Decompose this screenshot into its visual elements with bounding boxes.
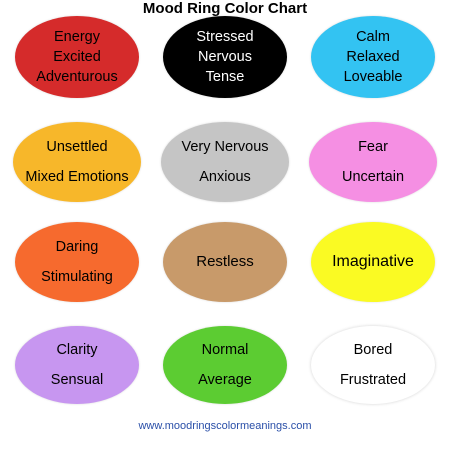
mood-label: Sensual [50,372,104,388]
mood-label: Unsettled [46,139,108,155]
mood-label: Stimulating [41,269,113,285]
mood-label: Fear [358,139,388,155]
website-url[interactable]: www.moodringscolormeanings.com [138,420,312,432]
mood-label: Mixed Emotions [25,169,129,185]
mood-label: Average [198,372,252,388]
mood-label: Bored [353,342,393,358]
mood-label: Imaginative [332,253,414,270]
mood-label: Restless [196,253,254,270]
mood-label: Nervous [198,49,252,65]
mood-label: Clarity [56,342,98,358]
mood-label: Calm [356,29,390,45]
mood-label: Very Nervous [181,139,269,155]
mood-label: Tense [205,69,245,85]
mood-label: Daring [55,239,99,255]
mood-label: Loveable [343,69,403,85]
mood-ellipse-9: Imaginative [311,222,435,302]
mood-label: Relaxed [346,49,400,65]
mood-label: Energy [54,29,100,45]
mood-label: Uncertain [341,169,405,185]
mood-label: Excited [53,49,101,65]
mood-label: Normal [201,342,249,358]
mood-label: Frustrated [339,372,407,388]
mood-label: Adventurous [36,69,118,85]
mood-ellipse-8: Restless [163,222,287,302]
mood-label: Stressed [196,29,254,45]
chart-title: Mood Ring Color Chart [142,0,308,17]
mood-label: Anxious [199,169,251,185]
